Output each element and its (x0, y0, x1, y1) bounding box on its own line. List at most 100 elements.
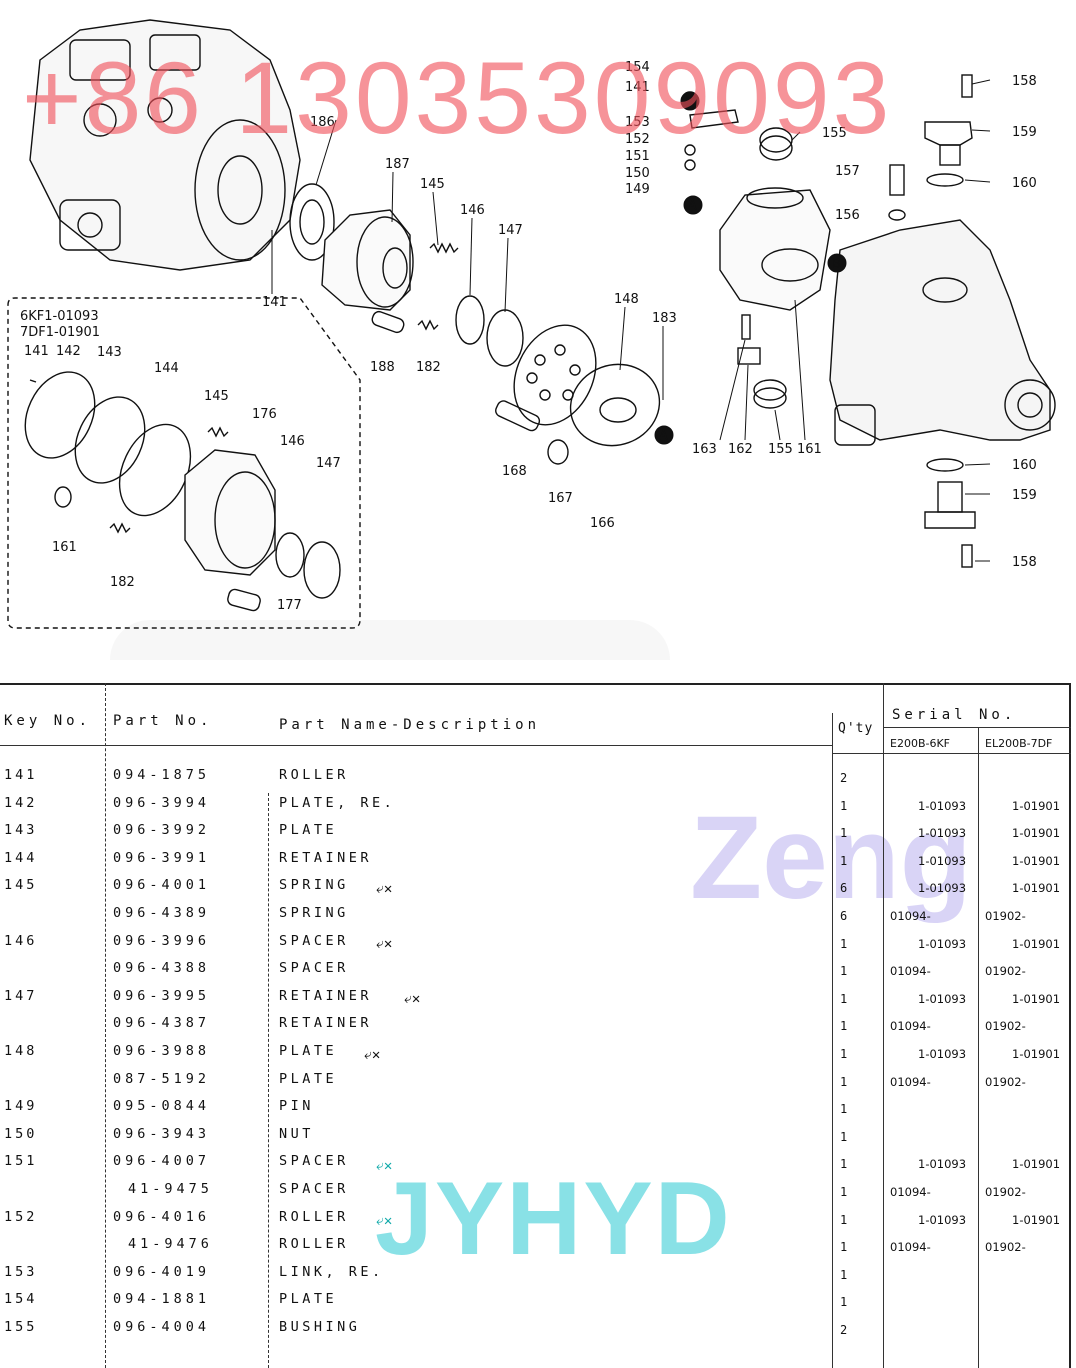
key-no-cell: 149 (4, 1098, 38, 1115)
serial-6kf-cell: 01094- (890, 1185, 931, 1199)
serial-7df-cell: 1-01901 (1012, 1157, 1061, 1172)
serial-6kf-cell: 1-01093 (918, 1212, 967, 1227)
qty-cell: 1 (840, 798, 848, 813)
qty-cell: 1 (840, 1267, 848, 1282)
svg-text:155: 155 (768, 442, 793, 457)
serial-6kf-cell: 01094- (890, 1240, 931, 1255)
svg-text:158: 158 (1012, 74, 1037, 89)
part-no-cell: 096-4389 (113, 905, 211, 921)
part-no-cell: 095-0844 (113, 1098, 211, 1115)
svg-text:157: 157 (835, 164, 860, 179)
svg-text:147: 147 (498, 223, 523, 238)
svg-text:158: 158 (1012, 555, 1037, 570)
header-part-name: Part Name-Description (279, 717, 541, 733)
serial-7df-cell: 01902- (985, 1240, 1026, 1255)
part-no-cell: 094-1881 (113, 1291, 211, 1308)
part-no-cell: 096-4007 (113, 1153, 211, 1170)
qty-cell: 1 (840, 1295, 848, 1310)
key-no-cell: 151 (4, 1153, 38, 1170)
svg-text:182: 182 (416, 360, 441, 375)
svg-text:187: 187 (385, 157, 410, 172)
key-no-cell: 148 (4, 1043, 38, 1059)
qty-cell: 1 (840, 1074, 848, 1089)
serial-7df-cell: 1-01901 (1012, 798, 1061, 813)
qty-cell: 1 (840, 1240, 848, 1255)
qty-col-divider (832, 713, 833, 1368)
svg-text:147: 147 (316, 456, 341, 471)
header-divider (0, 745, 832, 746)
qty-cell: 1 (840, 1019, 848, 1034)
svg-text:160: 160 (1012, 458, 1037, 473)
part-no-cell: 41-9475 (128, 1181, 213, 1197)
header-serial-col-1: E200B-6KF (890, 737, 951, 750)
part-no-cell: 096-4004 (113, 1319, 211, 1335)
part-no-cell: 096-3991 (113, 849, 211, 866)
part-name-cell: RETAINER (279, 1015, 373, 1032)
serial-6kf-cell: 1-01093 (918, 991, 967, 1006)
svg-text:186: 186 (310, 115, 335, 130)
svg-text:150: 150 (625, 166, 650, 181)
serial-6kf-cell: 1-01093 (918, 826, 967, 841)
jyhyd-watermark: JYHYD (375, 1161, 732, 1277)
header-serial-col-2: EL200B-7DF (985, 737, 1053, 750)
key-no-cell: 155 (4, 1319, 38, 1335)
svg-text:7DF1-01901: 7DF1-01901 (20, 325, 100, 340)
key-no-cell: 142 (4, 794, 38, 811)
key-no-cell: 141 (4, 767, 38, 783)
alt-bracket: ⤶✕ (376, 1213, 393, 1229)
alt-bracket: ⤶✕ (404, 991, 421, 1007)
svg-text:A: A (688, 199, 697, 214)
part-col-divider (268, 793, 269, 1368)
header-key-no: Key No. (4, 713, 92, 729)
phone-watermark: +86 13035309093 (22, 41, 893, 155)
qty-cell: 1 (840, 826, 848, 841)
part-name-cell: SPACER (279, 1153, 349, 1170)
key-no-cell: 146 (4, 932, 38, 949)
qty-cell: 1 (840, 991, 848, 1006)
part-name-cell: PLATE (279, 1291, 338, 1308)
part-name-cell: PIN (279, 1098, 314, 1115)
serial-7df-cell: 01902- (985, 964, 1026, 979)
qty-cell: 1 (840, 964, 848, 979)
svg-text:A: A (659, 429, 668, 444)
serial-6kf-cell: 01094- (890, 964, 931, 979)
svg-text:167: 167 (548, 491, 573, 506)
qty-cell: 2 (840, 771, 848, 785)
part-name-cell: SPRING (279, 877, 349, 894)
svg-text:154: 154 (625, 60, 650, 75)
serial-6kf-cell: 1-01093 (918, 1047, 967, 1061)
svg-text:146: 146 (280, 434, 305, 449)
qty-cell: 1 (840, 936, 848, 951)
qty-cell: 1 (840, 853, 848, 868)
svg-text:163: 163 (692, 442, 717, 457)
svg-text:155: 155 (822, 126, 847, 141)
alt-bracket: ⤶✕ (376, 881, 393, 897)
part-name-cell: BUSHING (279, 1319, 361, 1335)
svg-text:143: 143 (97, 345, 122, 360)
qty-cell: 6 (840, 909, 848, 923)
serial-7df-cell: 1-01901 (1012, 1047, 1061, 1061)
svg-text:161: 161 (797, 442, 822, 457)
qty-cell: 1 (840, 1157, 848, 1172)
part-no-cell: 096-4001 (113, 877, 211, 894)
part-no-cell: 096-3988 (113, 1043, 211, 1059)
svg-text:153: 153 (625, 115, 650, 130)
part-no-cell: 096-3995 (113, 987, 211, 1004)
part-no-cell: 41-9476 (128, 1236, 213, 1253)
svg-text:146: 146 (460, 203, 485, 218)
svg-text:182: 182 (110, 575, 135, 590)
